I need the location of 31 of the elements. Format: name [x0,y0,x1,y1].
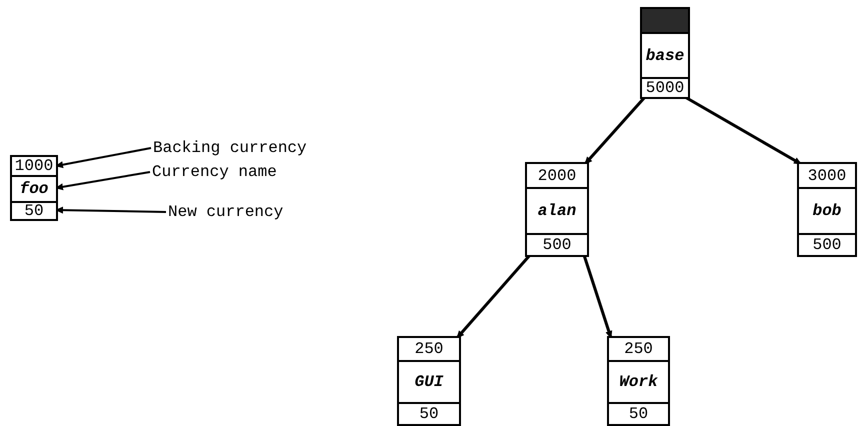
amount-cell: 3000 [799,164,855,187]
amount-cell: 1000 [12,157,56,175]
amount-cell: 2000 [527,164,587,187]
amount-cell: 50 [399,402,459,424]
arrow [684,96,802,166]
currency-box [607,336,670,426]
amount-cell: 50 [609,402,668,424]
amount-cell: 500 [527,233,587,255]
currency-box [10,155,58,221]
callout-label: Currency name [152,163,281,181]
currency-name-cell: GUI [399,360,459,402]
currency-name-cell: alan [527,187,587,233]
currency-box [797,162,857,257]
arrow [582,254,612,339]
currency-box [525,162,589,257]
amount-cell: 250 [399,338,459,360]
amount-cell: 5000 [642,77,688,97]
currency-box [640,7,690,99]
header-bar [642,9,688,32]
currency-name-cell: foo [12,175,56,201]
amount-cell: 500 [799,233,855,255]
arrow [584,96,646,165]
currency-name-cell: Work [609,360,668,402]
callout-label: New currency [168,203,288,221]
currency-name-cell: bob [799,187,855,233]
amount-cell: 250 [609,338,668,360]
currency-name-cell: base [642,32,688,77]
callout-label: Backing currency [153,139,311,157]
arrow [456,254,532,339]
amount-cell: 50 [12,201,56,219]
currency-box [397,336,461,426]
